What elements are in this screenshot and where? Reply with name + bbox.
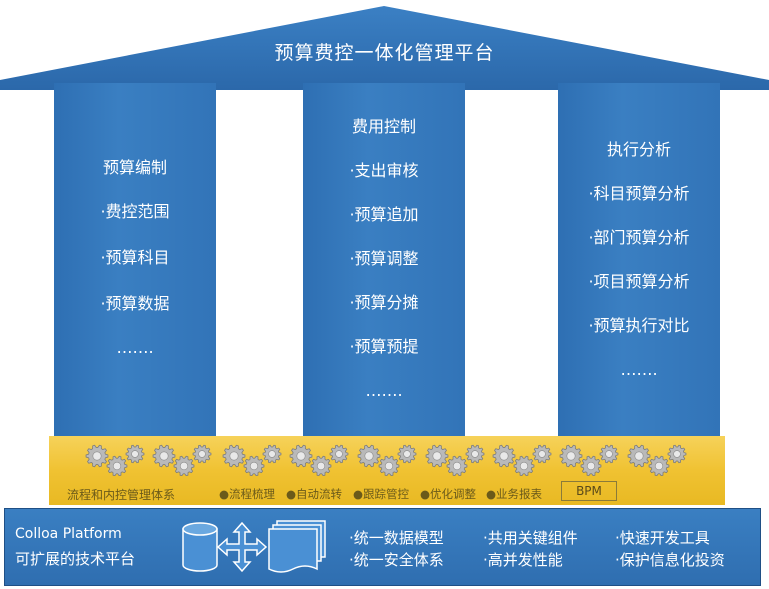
- column-heading: 费用控制: [351, 117, 416, 136]
- platform-base: Colloa Platform 可扩展的技术平台 ·统一数据模型 ·共用关键组件…: [4, 508, 761, 586]
- gear-icon: [465, 444, 485, 464]
- column-item: ·支出审核: [349, 161, 419, 180]
- gear-icon: [397, 444, 417, 464]
- roof: [0, 6, 769, 90]
- platform-name: Colloa Platform: [15, 526, 122, 542]
- process-item: ●优化调整: [420, 487, 477, 501]
- platform-feature: ·高并发性能: [483, 551, 563, 569]
- documents-icon: [268, 520, 326, 573]
- gear-icon: [289, 444, 313, 468]
- process-label: 流程和内控管理体系: [67, 488, 176, 502]
- gear-icon: [310, 455, 332, 476]
- gear-icon: [85, 444, 109, 468]
- column-item: ·预算执行对比: [588, 316, 690, 335]
- column-item: ·预算调整: [349, 249, 419, 268]
- gear-icon: [262, 444, 282, 464]
- gear-icon: [559, 444, 583, 468]
- four-way-arrow-icon: [217, 522, 267, 572]
- gear-icon: [667, 444, 687, 464]
- process-item: ●业务报表: [486, 487, 543, 501]
- column-item: …….: [620, 360, 658, 379]
- column-item: ·费控范围: [100, 202, 170, 221]
- column-heading: 执行分析: [606, 140, 671, 159]
- column-item: ·预算分摊: [349, 293, 419, 312]
- gear-icon: [627, 444, 651, 468]
- pillar-expense-control: 费用控制 ·支出审核 ·预算追加 ·预算调整 ·预算分摊 ·预算预提 …….: [303, 83, 465, 438]
- bpm-badge: BPM: [561, 481, 617, 501]
- gear-icon: [648, 455, 670, 476]
- column-item: ·预算科目: [100, 248, 170, 267]
- column-item: ·预算数据: [100, 294, 170, 313]
- gear-icon: [492, 444, 516, 468]
- gear-icon: [599, 444, 619, 464]
- gear-icon: [192, 444, 212, 464]
- gear-icon: [106, 455, 128, 476]
- platform-feature: ·统一安全体系: [349, 551, 444, 569]
- column-heading: 预算编制: [102, 158, 167, 177]
- gear-icon: [152, 444, 176, 468]
- column-item: ·项目预算分析: [588, 272, 690, 291]
- gear-icon: [513, 455, 535, 476]
- platform-feature: ·共用关键组件: [483, 529, 578, 547]
- database-icon: [182, 522, 218, 572]
- gear-icon: [125, 444, 145, 464]
- process-item: ●自动流转: [286, 487, 343, 501]
- gear-icon: [357, 444, 381, 468]
- gear-icon: [243, 455, 265, 476]
- platform-feature: ·保护信息化投资: [615, 551, 725, 569]
- platform-feature: ·快速开发工具: [615, 529, 710, 547]
- gear-icon: [532, 444, 552, 464]
- gear-row: [85, 444, 687, 476]
- gear-icon: [425, 444, 449, 468]
- pillar-budget-planning: 预算编制 ·费控范围 ·预算科目 ·预算数据 …….: [54, 83, 216, 438]
- platform-subtitle: 可扩展的技术平台: [15, 550, 136, 568]
- column-item: …….: [365, 381, 403, 400]
- gear-icon: [446, 455, 468, 476]
- column-item: ·部门预算分析: [588, 228, 690, 247]
- platform-title: 预算费控一体化管理平台: [274, 42, 495, 64]
- gear-icon: [580, 455, 602, 476]
- process-band: 流程和内控管理体系 ●流程梳理 ●自动流转 ●跟踪管控 ●优化调整 ●业务报表 …: [49, 436, 725, 505]
- column-item: ·预算预提: [349, 337, 419, 356]
- pillar-execution-analysis: 执行分析 ·科目预算分析 ·部门预算分析 ·项目预算分析 ·预算执行对比 …….: [558, 83, 720, 438]
- column-item: …….: [116, 338, 154, 357]
- gear-icon: [222, 444, 246, 468]
- gear-icon: [173, 455, 195, 476]
- column-item: ·预算追加: [349, 205, 419, 224]
- process-item: ●跟踪管控: [353, 487, 410, 501]
- gear-icon: [378, 455, 400, 476]
- platform-feature: ·统一数据模型: [349, 529, 444, 547]
- column-item: ·科目预算分析: [588, 184, 690, 203]
- process-item: ●流程梳理: [219, 487, 276, 501]
- gear-icon: [329, 444, 349, 464]
